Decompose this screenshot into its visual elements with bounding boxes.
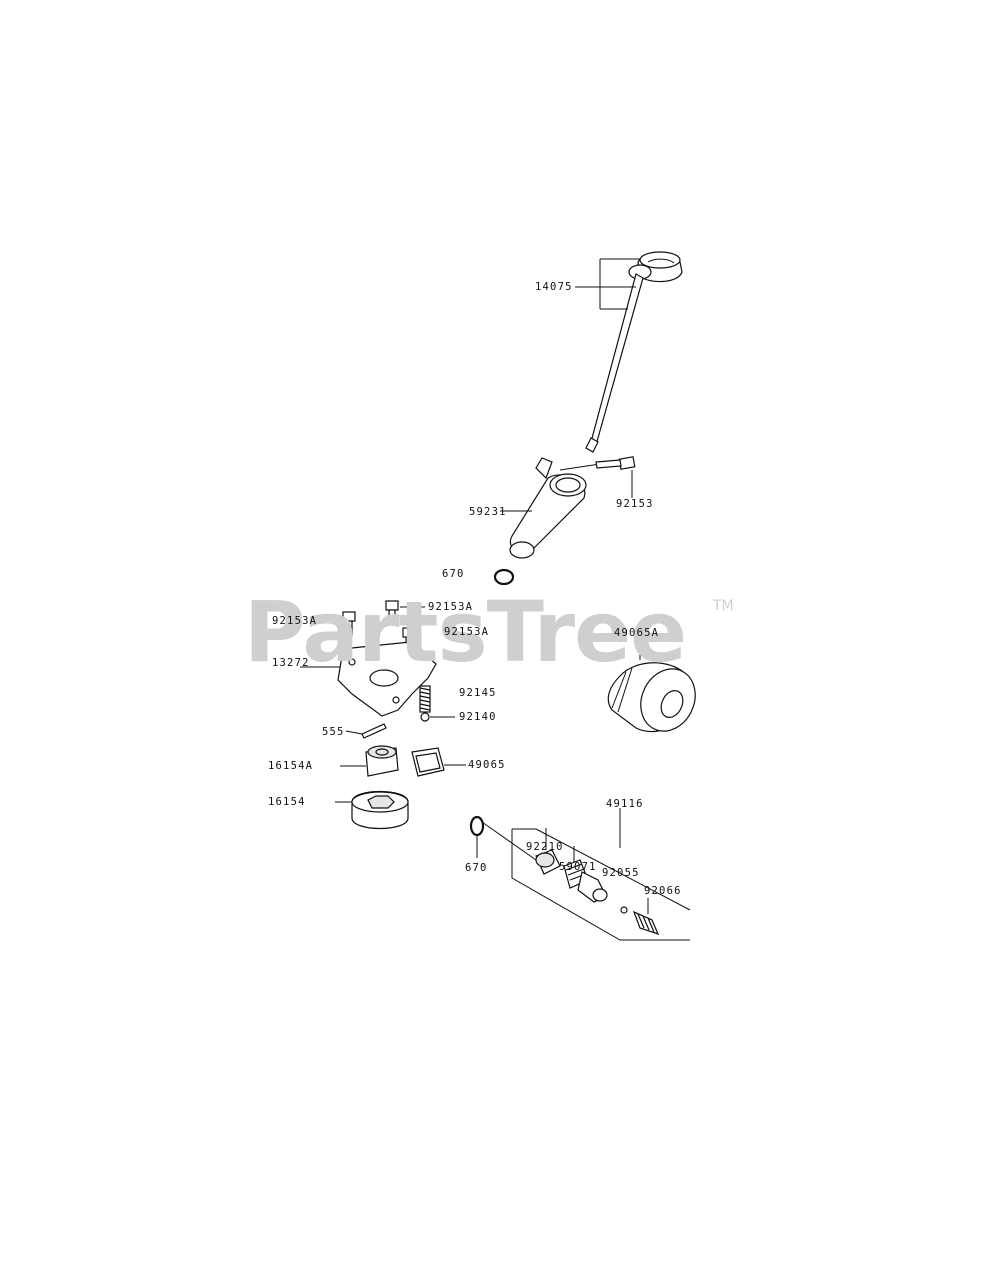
callout-49116[interactable]: 49116 bbox=[606, 798, 644, 810]
pump-cover-49065-part[interactable] bbox=[411, 747, 466, 777]
callout-92066[interactable]: 92066 bbox=[644, 885, 682, 897]
inner-rotor-16154a-part[interactable] bbox=[340, 745, 399, 777]
callout-92153a-mid[interactable]: 92153A bbox=[444, 626, 490, 638]
o-ring-92055-part[interactable] bbox=[620, 906, 628, 914]
callout-555[interactable]: 555 bbox=[322, 726, 345, 738]
callout-92210[interactable]: 92210 bbox=[526, 841, 564, 853]
callout-16154a[interactable]: 16154A bbox=[268, 760, 314, 772]
callout-59071[interactable]: 59071 bbox=[559, 861, 597, 873]
plate-13272-part[interactable] bbox=[300, 630, 437, 717]
callout-670-upper[interactable]: 670 bbox=[442, 568, 465, 580]
leader-14075 bbox=[575, 258, 640, 310]
pin-555-part[interactable] bbox=[345, 723, 387, 739]
callout-49065a[interactable]: 49065A bbox=[614, 627, 660, 639]
spring-92145-part[interactable] bbox=[419, 685, 431, 713]
callout-92153[interactable]: 92153 bbox=[616, 498, 654, 510]
leader-49116 bbox=[511, 808, 691, 941]
callout-59231[interactable]: 59231 bbox=[469, 506, 507, 518]
o-ring-upper-part[interactable] bbox=[493, 568, 515, 586]
oil-filler-tube-part[interactable] bbox=[509, 457, 627, 559]
callout-670-lower[interactable]: 670 bbox=[465, 862, 488, 874]
callout-14075[interactable]: 14075 bbox=[535, 281, 573, 293]
valve-59071-part[interactable] bbox=[563, 846, 608, 903]
oil-filter-49065a-part[interactable] bbox=[607, 640, 705, 740]
ball-92140-part[interactable] bbox=[420, 712, 455, 722]
callout-92153a-left[interactable]: 92153A bbox=[272, 615, 318, 627]
watermark-trademark: TM bbox=[713, 598, 734, 614]
callout-13272[interactable]: 13272 bbox=[272, 657, 310, 669]
callout-92153a-top[interactable]: 92153A bbox=[428, 601, 474, 613]
bolt-92153a-top-part[interactable] bbox=[385, 600, 425, 623]
callout-92055[interactable]: 92055 bbox=[602, 867, 640, 879]
callout-16154[interactable]: 16154 bbox=[268, 796, 306, 808]
bolt-92153-part[interactable] bbox=[595, 456, 636, 470]
dipstick-cap-part[interactable] bbox=[585, 251, 683, 453]
watermark-brand: PartsTree bbox=[244, 583, 687, 681]
bolt-92153a-left-part[interactable] bbox=[342, 611, 356, 636]
callout-49065[interactable]: 49065 bbox=[468, 759, 506, 771]
o-ring-lower-part[interactable] bbox=[469, 815, 485, 858]
callout-92140[interactable]: 92140 bbox=[459, 711, 497, 723]
screw-92066-part[interactable] bbox=[632, 898, 660, 935]
callout-92145[interactable]: 92145 bbox=[459, 687, 497, 699]
outer-rotor-16154-part[interactable] bbox=[335, 790, 409, 830]
plug-92210-part[interactable] bbox=[535, 828, 561, 875]
